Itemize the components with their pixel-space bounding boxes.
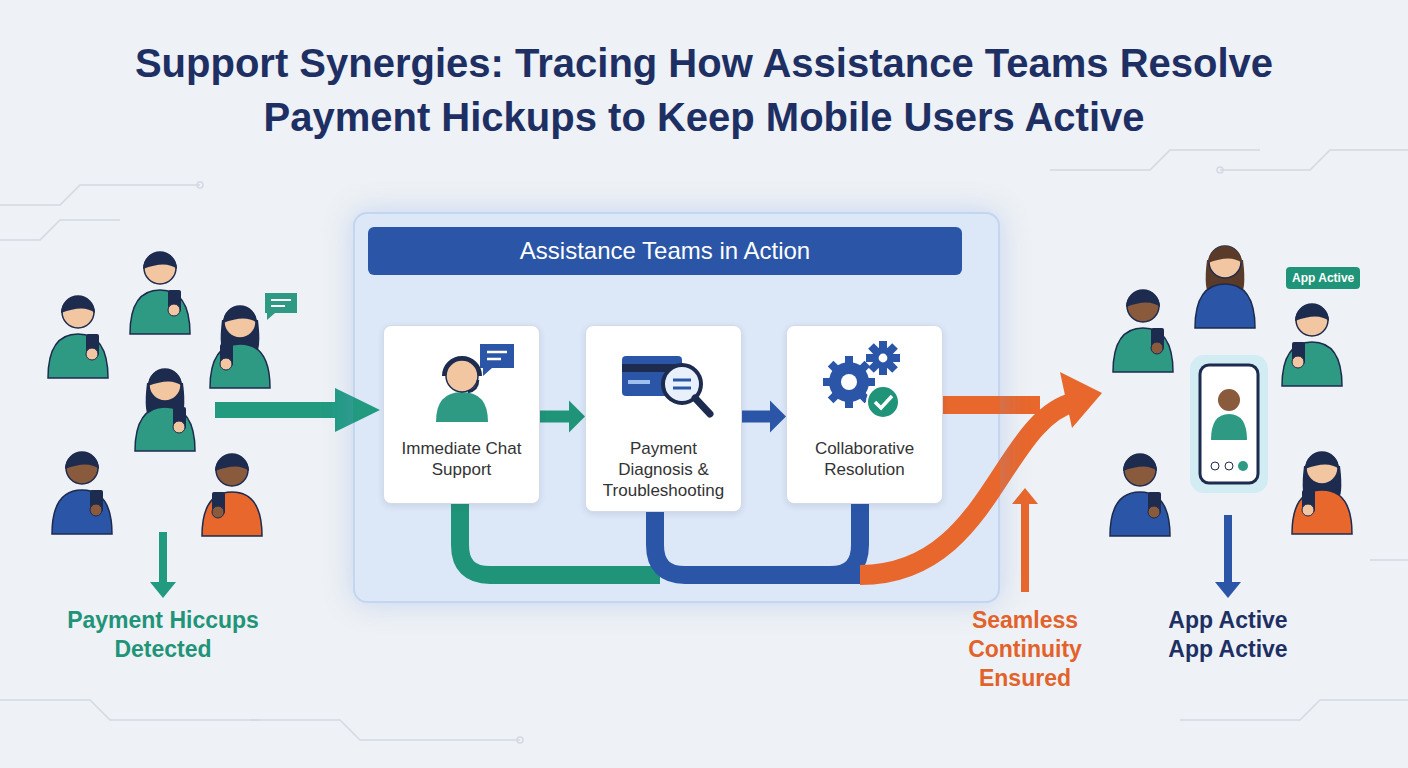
user-figure [1282,304,1342,386]
step-label: Collaborative Resolution [793,438,936,480]
pointer-arrow [1012,488,1038,592]
caption-label: App Active [1128,606,1328,635]
loop-line [830,502,860,575]
pointer-arrow [1215,515,1241,598]
process-box: Payment Diagnosis & Troubleshooting [585,325,742,512]
user-figure [1110,454,1170,536]
outflow-bar [941,396,1040,414]
step-icon [586,326,743,436]
circuit-traces [0,150,1408,743]
caption-label: Seamless Continuity Ensured [925,606,1125,693]
flow-connector [742,401,786,433]
inflow-arrow [353,388,380,432]
flow-connector [540,401,585,433]
status-badge: App Active [1286,267,1360,289]
user-figure [1292,452,1352,534]
step-icon [787,326,944,436]
chat-bubble [265,293,297,320]
loop-line [655,502,870,575]
loop-line [460,502,660,575]
diagram-title: Support Synergies: Tracing How Assistanc… [104,36,1304,144]
user-figure [52,452,112,534]
user-figure [202,454,262,536]
step-icon [384,326,541,436]
outflow-bar [941,396,1000,414]
user-figure [135,369,195,451]
panel-heading: Assistance Teams in Action [368,227,962,275]
team-panel: Assistance Teams in ActionImmediate Chat… [353,212,1000,603]
caption-label: App Active [1128,635,1328,664]
pointer-arrow [150,532,176,598]
caption-label: Payment Hiccups Detected [38,606,288,664]
process-box: Immediate Chat Support [383,325,540,504]
user-figure [1113,290,1173,372]
step-label: Payment Diagnosis & Troubleshooting [592,438,735,501]
user-figure [210,306,270,388]
user-figure [48,296,108,378]
step-label: Immediate Chat Support [390,438,533,480]
outflow-head [1060,372,1102,428]
user-figure [130,252,190,334]
phone-screen [1200,365,1258,483]
process-box: Collaborative Resolution [786,325,943,504]
user-figure [1195,246,1255,328]
